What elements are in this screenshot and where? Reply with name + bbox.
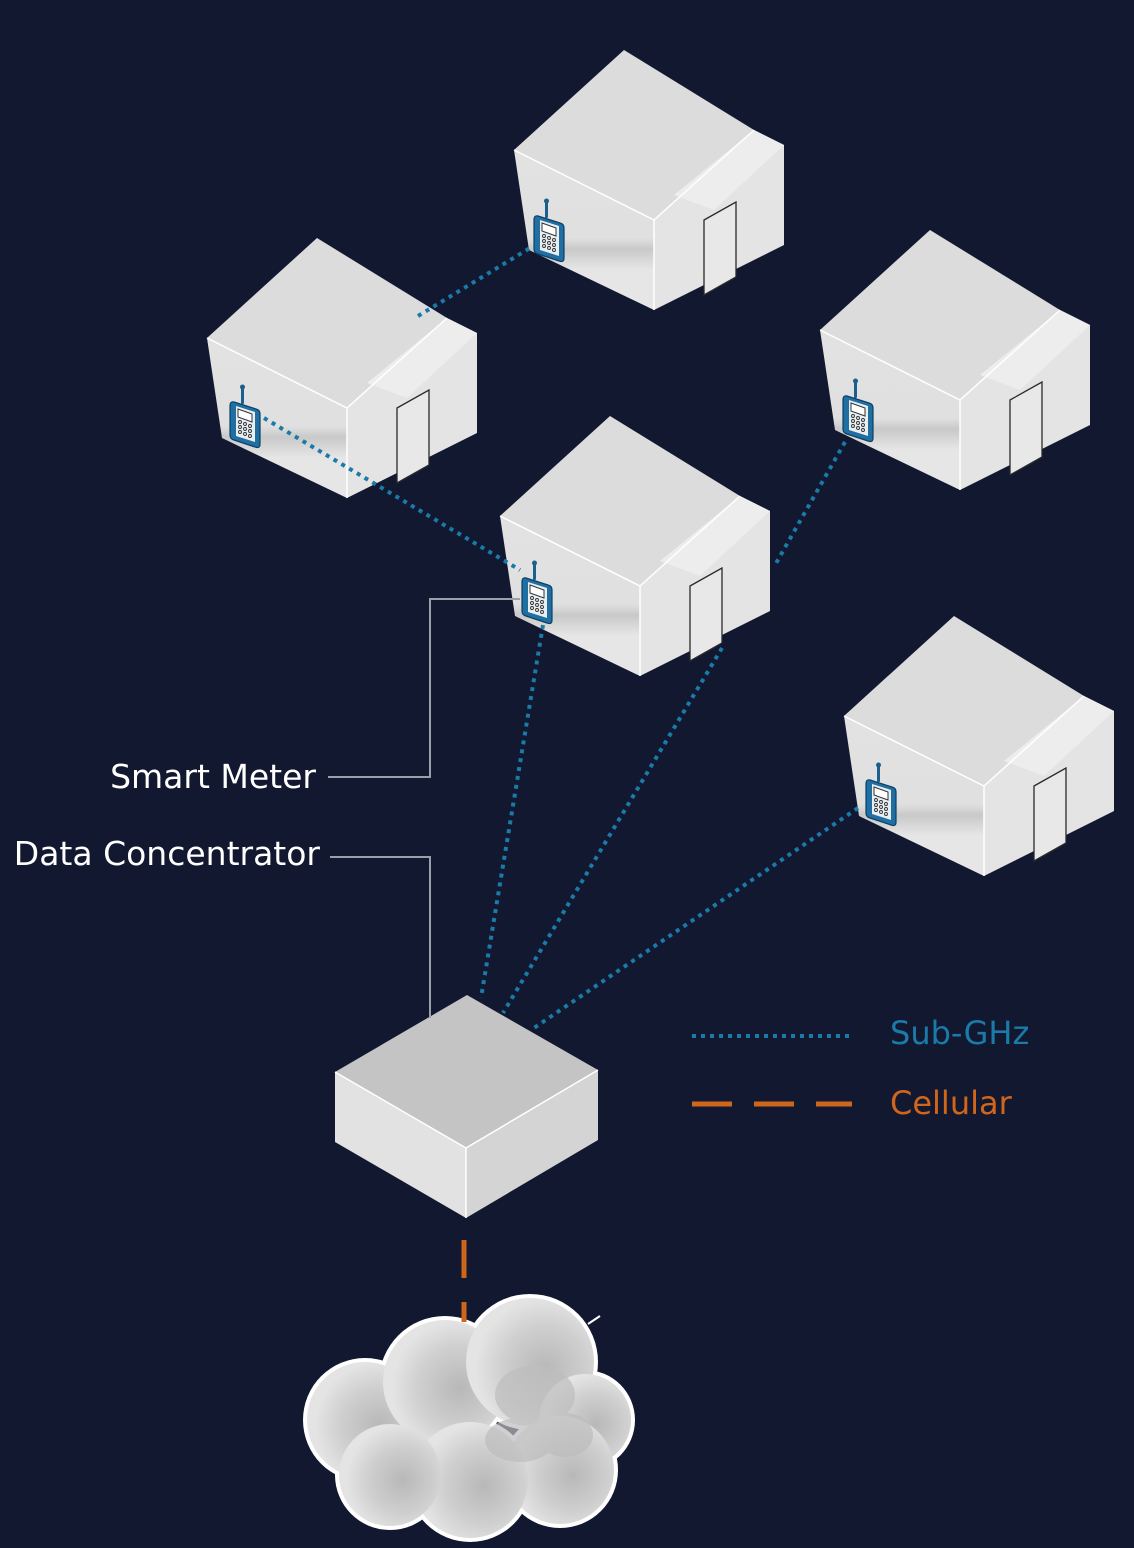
house-icon <box>819 229 1091 491</box>
smart-meter-leader-line <box>328 598 520 778</box>
smart-meter-label: Smart Meter <box>110 757 316 796</box>
house-icon <box>843 615 1115 877</box>
legend-cellular-label: Cellular <box>890 1084 1013 1122</box>
data-concentrator-leader-line <box>330 856 431 1018</box>
data-concentrator-label: Data Concentrator <box>14 834 321 873</box>
data-concentrator-box-icon <box>334 995 599 1218</box>
house-icon <box>513 49 785 311</box>
sub-ghz-links <box>262 246 860 1032</box>
cloud-icon <box>303 1294 635 1542</box>
legend-sub-ghz-label: Sub-GHz <box>890 1014 1029 1052</box>
legend: Sub-GHz Cellular <box>692 1014 1029 1122</box>
house-icon <box>206 237 478 499</box>
